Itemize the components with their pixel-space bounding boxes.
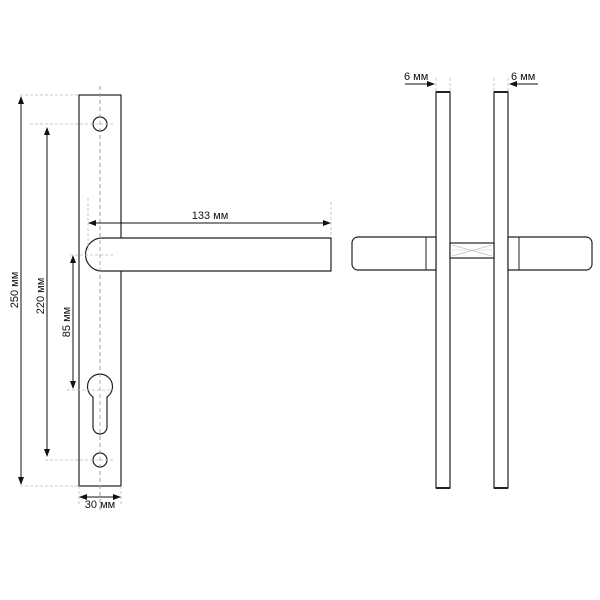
dimension-label-220: 220 мм — [35, 278, 47, 315]
dimension-label-right-6: 6 мм — [511, 71, 535, 83]
side-view: 6 мм 6 мм — [351, 71, 593, 489]
front-view: 250 мм 220 мм 85 мм 133 мм 30 мм — [9, 86, 332, 512]
dimension-label-85: 85 мм — [61, 307, 73, 337]
left-lever-side — [351, 236, 437, 271]
left-plate — [435, 91, 451, 489]
right-lever-side — [507, 236, 593, 271]
dimension-label-30: 30 мм — [85, 499, 115, 511]
right-plate — [493, 91, 509, 489]
dimension-label-133: 133 мм — [192, 210, 229, 222]
lever-handle — [84, 237, 332, 272]
dimension-label-left-6: 6 мм — [404, 71, 428, 83]
dimension-label-250: 250 мм — [9, 272, 21, 309]
spindle — [449, 242, 495, 259]
